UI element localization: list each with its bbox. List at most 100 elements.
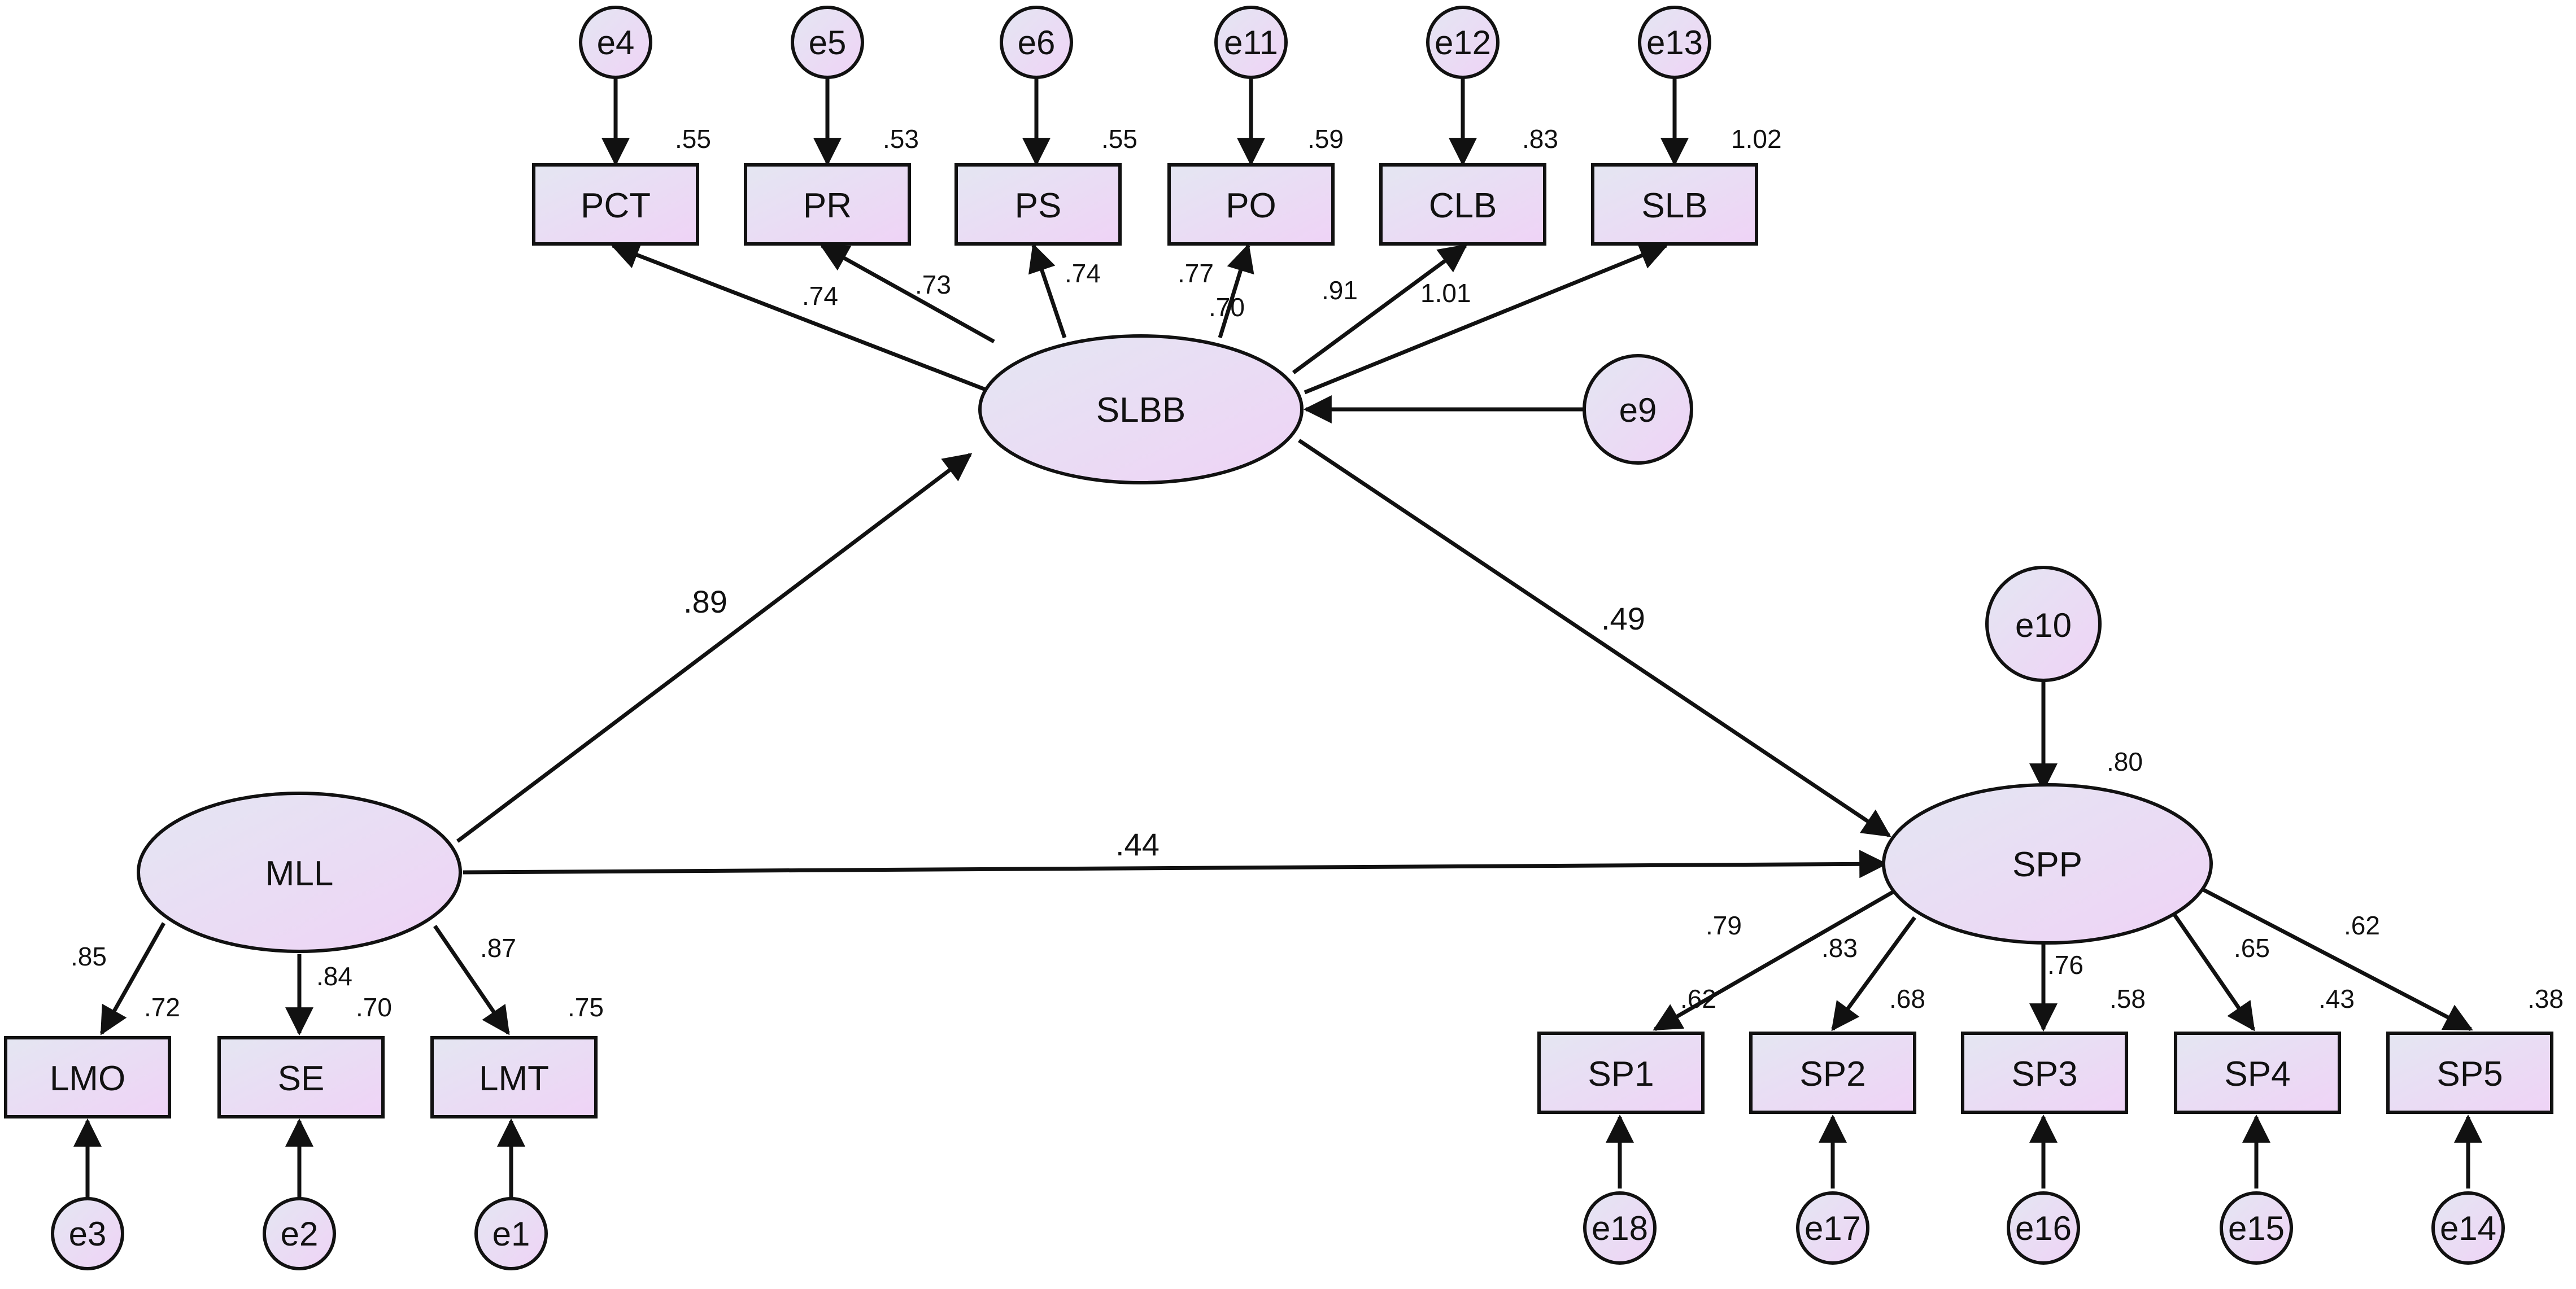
top-r2-values: .55 .53 .55 .59 .83 1.02 <box>675 124 1782 154</box>
slbb-loadings <box>611 242 1668 395</box>
loading-pr: .73 <box>915 270 951 299</box>
path-mll-slbb <box>456 453 973 843</box>
path-slbb-pr <box>820 243 995 344</box>
error-e5: e5 <box>791 6 864 79</box>
slbb-loading-values: .74 .73 .74 .77 .70 .91 1.01 <box>802 259 1471 322</box>
mll-loading-values: .85 .84 .87 .72 .70 .75 <box>71 933 604 1022</box>
observed-po-label: PO <box>1226 186 1276 225</box>
spp-loadings <box>1653 884 2473 1032</box>
observed-pr-label: PR <box>803 186 852 225</box>
observed-clb-label: CLB <box>1429 186 1497 225</box>
error-e16: e16 <box>2007 1191 2080 1265</box>
observed-sp3: SP3 <box>1961 1032 2128 1114</box>
error-e11-label: e11 <box>1224 24 1278 62</box>
observed-ps: PS <box>954 163 1122 246</box>
bottom-right-error-terms: e18 e17 e16 e15 e14 <box>1583 1191 2505 1265</box>
error-e2: e2 <box>263 1197 336 1270</box>
path-mll-spp <box>463 850 1888 879</box>
loading-ps: .74 <box>1065 259 1101 288</box>
observed-clb: CLB <box>1379 163 1546 246</box>
top-error-paths <box>601 78 1689 167</box>
path-slbb-spp <box>1298 439 1891 837</box>
mll-indicators: LMO SE LMT <box>4 1036 598 1118</box>
observed-sp5-label: SP5 <box>2436 1055 2503 1094</box>
error-e15: e15 <box>2220 1191 2293 1265</box>
error-e1: e1 <box>474 1197 548 1270</box>
observed-lmo-label: LMO <box>50 1059 125 1098</box>
loading-lmo: .85 <box>71 942 107 971</box>
coef-mll-spp: .44 <box>1115 827 1160 862</box>
error-e2-label: e2 <box>281 1215 319 1253</box>
error-e14: e14 <box>2431 1191 2505 1265</box>
loading-lmt: .87 <box>480 933 516 963</box>
observed-pr: PR <box>744 163 911 246</box>
error-e9: e9 <box>1583 354 1693 465</box>
latent-slbb-label: SLBB <box>1096 391 1186 430</box>
observed-ps-label: PS <box>1015 186 1062 225</box>
coef-slbb-spp: .49 <box>1601 601 1645 636</box>
observed-pct-label: PCT <box>581 186 651 225</box>
error-e18: e18 <box>1583 1191 1657 1265</box>
path-slbb-ps <box>1028 243 1067 339</box>
error-e1-label: e1 <box>492 1215 530 1253</box>
observed-po: PO <box>1167 163 1335 246</box>
slbb-indicators: PCT PR PS PO CLB SLB <box>532 163 1758 246</box>
error-e5-label: e5 <box>809 24 847 62</box>
observed-sp5: SP5 <box>2386 1032 2553 1114</box>
loading-se: .84 <box>316 962 352 991</box>
observed-sp2: SP2 <box>1749 1032 1916 1114</box>
r2-slb: 1.02 <box>1731 124 1782 154</box>
observed-lmo: LMO <box>4 1036 171 1118</box>
structural-coefficients: .89 .49 .44 .80 <box>683 584 2143 862</box>
latent-mll: MLL <box>137 792 462 953</box>
error-e4: e4 <box>579 6 652 79</box>
observed-se-label: SE <box>278 1059 325 1098</box>
observed-slb: SLB <box>1591 163 1758 246</box>
error-e3-label: e3 <box>69 1215 107 1253</box>
error-e4-label: e4 <box>597 24 635 62</box>
error-e3: e3 <box>51 1197 124 1270</box>
latent-spp: SPP <box>1882 783 2213 945</box>
loading-sp2: .83 <box>1821 933 1858 963</box>
r2-sp4: .43 <box>2318 984 2355 1013</box>
r2-lmt: .75 <box>568 993 604 1022</box>
error-e16-label: e16 <box>2015 1209 2072 1247</box>
error-e15-label: e15 <box>2228 1209 2285 1247</box>
observed-sp3-label: SP3 <box>2011 1055 2077 1094</box>
spp-loading-values: .79 .83 .76 .65 .62 .62 .68 .58 .43 .38 <box>1680 911 2564 1013</box>
path-spp-sp5 <box>2196 884 2473 1032</box>
loading-slb: 1.01 <box>1420 278 1471 308</box>
error-e17-label: e17 <box>1804 1209 1861 1247</box>
path-spp-sp2 <box>1831 916 1916 1032</box>
r2-sp2: .68 <box>1889 984 1925 1013</box>
structural-paths <box>456 395 2058 879</box>
r2-sp1: .62 <box>1680 984 1716 1013</box>
path-mll-lmo <box>99 922 166 1035</box>
error-e14-label: e14 <box>2440 1209 2496 1247</box>
observed-sp4: SP4 <box>2174 1032 2341 1114</box>
loading-po-b: .70 <box>1209 292 1245 322</box>
r2-spp: .80 <box>2107 747 2143 776</box>
error-e12: e12 <box>1426 6 1500 79</box>
latent-slbb: SLBB <box>978 334 1304 484</box>
error-e18-label: e18 <box>1592 1209 1648 1247</box>
spp-indicators: SP1 SP2 SP3 SP4 SP5 <box>1537 1032 2553 1114</box>
loading-clb: .91 <box>1322 276 1358 305</box>
error-e17: e17 <box>1796 1191 1869 1265</box>
error-e10: e10 <box>1985 566 2102 682</box>
bottom-left-error-paths <box>73 1118 525 1200</box>
observed-sp2-label: SP2 <box>1799 1055 1865 1094</box>
r2-ps: .55 <box>1101 124 1137 154</box>
r2-clb: .83 <box>1522 124 1558 154</box>
error-e12-label: e12 <box>1435 24 1491 62</box>
observed-lmt-label: LMT <box>479 1059 549 1098</box>
observed-slb-label: SLB <box>1641 186 1707 225</box>
path-spp-sp4 <box>2173 914 2255 1032</box>
error-e13-label: e13 <box>1646 24 1703 62</box>
error-e6-label: e6 <box>1018 24 1056 62</box>
r2-sp5: .38 <box>2527 984 2564 1013</box>
error-e9-label: e9 <box>1619 391 1657 429</box>
path-spp-sp1 <box>1653 887 1899 1032</box>
error-e6: e6 <box>1000 6 1073 79</box>
